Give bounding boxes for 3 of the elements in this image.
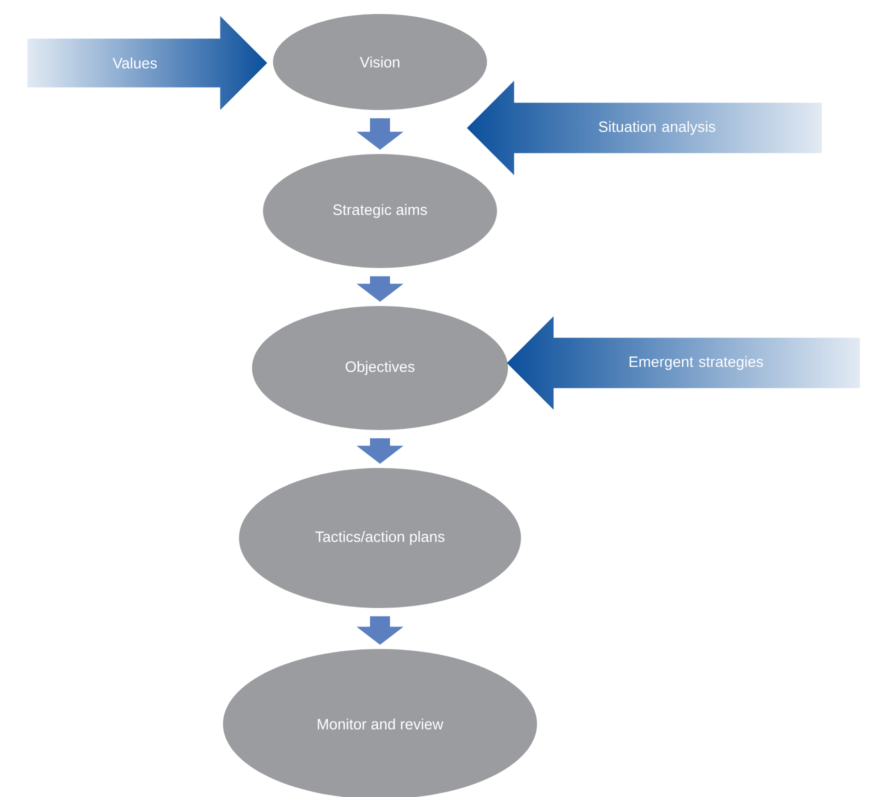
input-arrow: Emergent strategies <box>630 356 763 370</box>
input-arrow: Situation analysis <box>598 121 716 135</box>
input-arrow: Values <box>112 58 157 68</box>
